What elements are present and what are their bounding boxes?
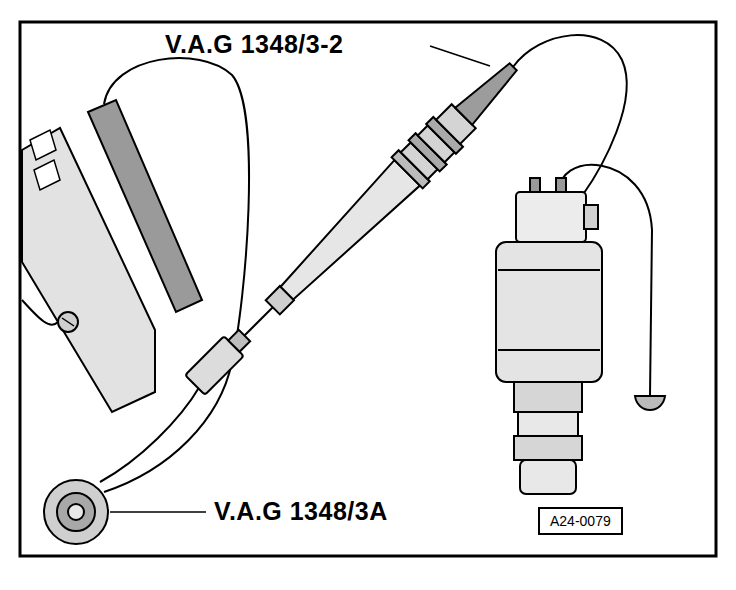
injector <box>496 178 602 494</box>
part-label: V.A.G 1348/3A <box>214 497 388 526</box>
figure-number: A24-0079 <box>540 509 621 533</box>
figure-number-box: A24-0079 <box>538 507 623 535</box>
leader-lines <box>110 46 490 512</box>
part-label: V.A.G 1348/3-2 <box>165 30 343 59</box>
frame <box>20 22 716 556</box>
test-wires <box>100 35 665 492</box>
test-lamp <box>44 480 108 544</box>
test-probe <box>179 51 528 400</box>
control-unit-connector <box>22 100 202 412</box>
